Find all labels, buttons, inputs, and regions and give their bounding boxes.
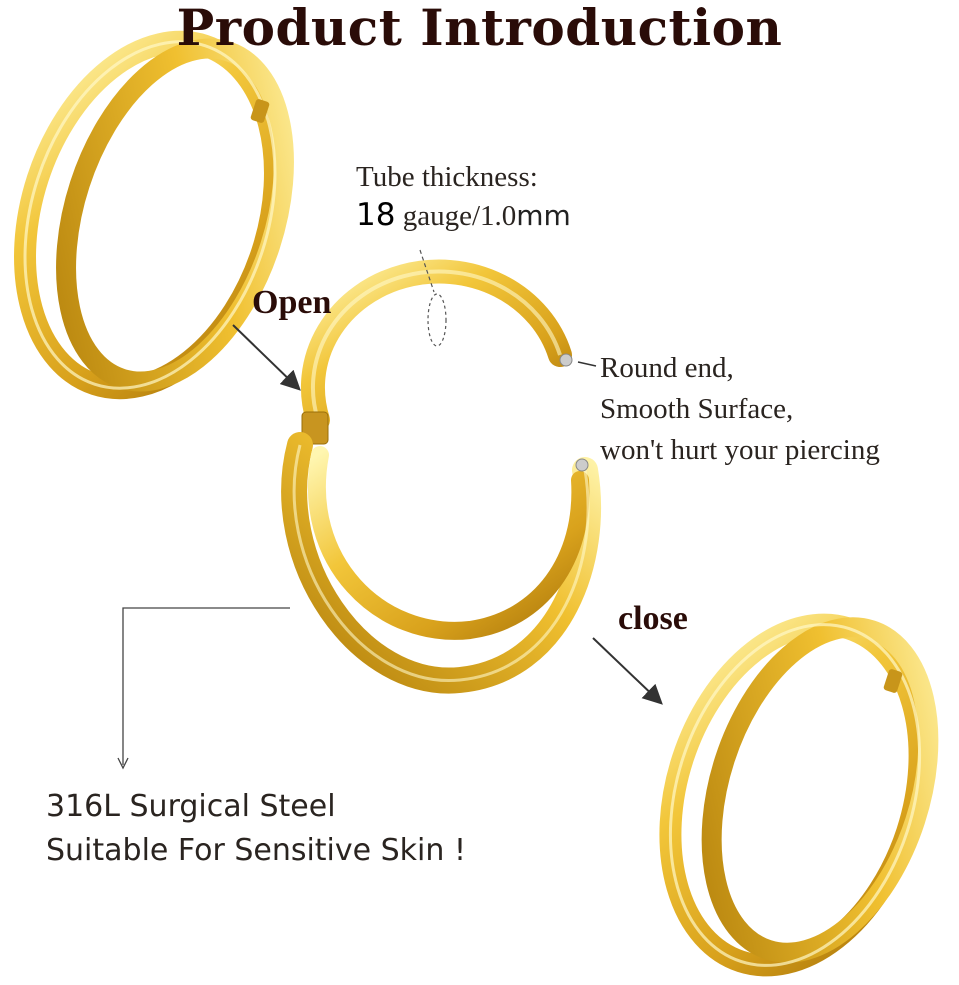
ring-top-left xyxy=(14,30,294,400)
open-label: Open xyxy=(252,284,332,321)
gauge-spec: 18 gauge/1.0mm xyxy=(356,196,571,235)
material-label: 316L Surgical Steel Suitable For Sensiti… xyxy=(46,785,466,873)
gauge-text: gauge/1.0 xyxy=(402,200,517,232)
material-leader xyxy=(122,607,290,765)
close-arrow xyxy=(592,637,663,705)
open-arrow xyxy=(232,324,301,391)
wont-hurt-line: won't hurt your piercing xyxy=(600,434,880,466)
suitable-line: Suitable For Sensitive Skin ! xyxy=(46,833,466,868)
tube-thickness-label: Tube thickness: 18 gauge/1.0mm xyxy=(356,158,571,235)
page-title: Product Introduction xyxy=(176,0,783,57)
ring-center-open xyxy=(281,259,601,694)
tube-thickness-heading: Tube thickness: xyxy=(356,161,538,193)
ring-bottom-right xyxy=(659,613,939,977)
close-label: close xyxy=(618,600,688,637)
smooth-surface-line: Smooth Surface, xyxy=(600,393,794,425)
gauge-number: 18 xyxy=(356,197,396,233)
round-end-label: Round end, Smooth Surface, won't hurt yo… xyxy=(600,348,880,471)
gauge-unit: mm xyxy=(516,199,571,232)
round-end-line: Round end, xyxy=(600,352,734,384)
round-end-leader xyxy=(577,361,597,367)
material-line: 316L Surgical Steel xyxy=(46,789,336,824)
thickness-leader xyxy=(419,249,435,293)
